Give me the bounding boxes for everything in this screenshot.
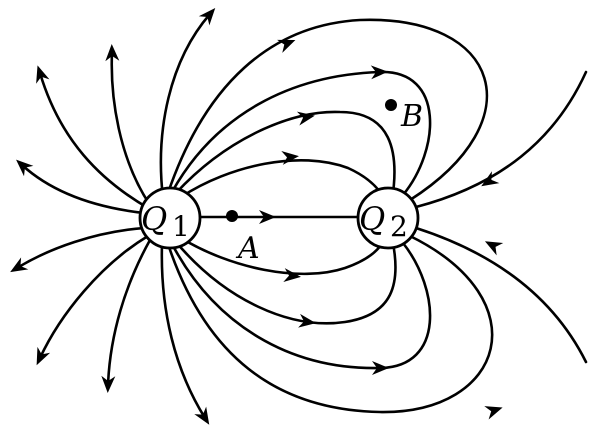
charge-q2-circle bbox=[356, 186, 420, 250]
charge-q2-symbol: Q bbox=[359, 200, 385, 238]
field-line bbox=[179, 236, 387, 276]
arrowhead bbox=[281, 149, 300, 165]
charge-q2-subscript: 2 bbox=[390, 210, 408, 243]
charge-q1-symbol: Q bbox=[141, 200, 167, 238]
field-line bbox=[166, 18, 489, 202]
q2-incoming-arrowheads bbox=[477, 171, 504, 256]
point-b-dot bbox=[385, 99, 397, 111]
point-b: B bbox=[385, 99, 423, 134]
field-line bbox=[38, 71, 150, 210]
point-a: A bbox=[226, 210, 260, 266]
field-line bbox=[166, 234, 494, 414]
charge-q2: Q 2 bbox=[356, 186, 420, 250]
point-a-label: A bbox=[235, 231, 260, 266]
field-line bbox=[15, 226, 146, 270]
arrowhead bbox=[481, 235, 504, 256]
axis-field-line bbox=[198, 210, 360, 224]
q2-incoming-field-lines bbox=[414, 70, 588, 364]
field-line bbox=[414, 226, 588, 364]
field-line bbox=[174, 236, 397, 325]
charge-q1-circle bbox=[138, 186, 202, 250]
point-b-label: B bbox=[400, 99, 423, 134]
field-line bbox=[20, 163, 146, 215]
field-line bbox=[174, 110, 396, 202]
arrowhead bbox=[30, 63, 50, 84]
arrowhead bbox=[30, 346, 51, 369]
arrowhead bbox=[283, 268, 302, 284]
q1-left-field-lines bbox=[15, 12, 212, 420]
charge-q1-subscript: 1 bbox=[172, 210, 190, 243]
field-line bbox=[160, 242, 207, 420]
field-line bbox=[170, 70, 432, 197]
field-line bbox=[414, 70, 588, 209]
arrowhead bbox=[484, 400, 505, 420]
field-line bbox=[159, 12, 212, 200]
charge-q1: Q 1 bbox=[138, 186, 202, 250]
arrowhead bbox=[6, 257, 29, 279]
field-line bbox=[38, 234, 150, 360]
upper-arrowheads bbox=[277, 33, 389, 165]
lower-arrowheads bbox=[283, 268, 505, 420]
field-line bbox=[106, 238, 152, 387]
field-line bbox=[110, 50, 152, 207]
field-line bbox=[170, 241, 432, 370]
point-a-dot bbox=[226, 210, 238, 222]
field-line bbox=[179, 158, 387, 202]
upper-field-lines bbox=[166, 18, 489, 202]
lower-field-lines bbox=[166, 234, 494, 414]
arrowhead bbox=[194, 406, 216, 429]
